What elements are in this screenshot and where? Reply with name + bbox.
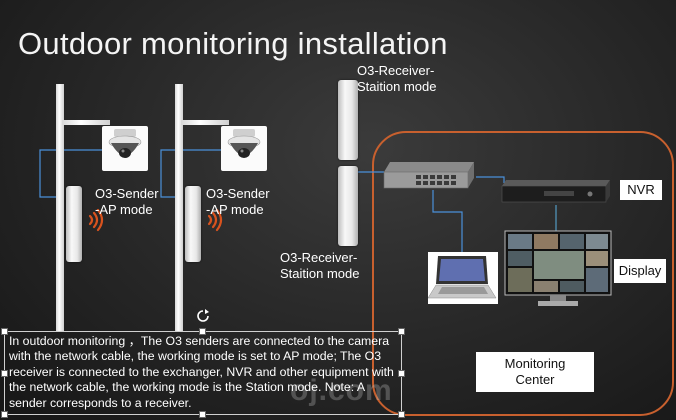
receiver-top-label: O3-Receiver- Staition mode: [357, 63, 437, 94]
cable-switch-nvr: [476, 176, 505, 183]
resize-handle-middle-right[interactable]: [398, 370, 405, 377]
resize-handle-middle-left[interactable]: [1, 370, 8, 377]
wifi-signal-icon: [88, 208, 104, 232]
description-text-box[interactable]: In outdoor monitoring ，The O3 senders ar…: [4, 331, 402, 415]
receiver-bottom-antenna: [338, 166, 358, 246]
laptop-icon: [427, 252, 498, 304]
description-text: In outdoor monitoring ，The O3 senders ar…: [9, 334, 394, 410]
sender-2-label: O3-Sender -AP mode: [206, 186, 270, 217]
pole-1: [56, 84, 64, 332]
receiver-bottom-label: O3-Receiver- Staition mode: [280, 250, 360, 281]
receiver-top-antenna: [338, 80, 358, 160]
cable-sender1: [39, 149, 104, 198]
monitoring-center-region: [372, 131, 674, 416]
page-title: Outdoor monitoring installation: [18, 26, 448, 61]
resize-handle-bottom-right[interactable]: [398, 411, 405, 418]
sender-1-label: O3-Sender -AP mode: [95, 186, 159, 217]
pole-2-arm: [181, 120, 229, 125]
display-monitor-icon: [504, 230, 612, 306]
resize-handle-top-middle[interactable]: [199, 328, 206, 335]
rotate-handle-icon[interactable]: [196, 309, 210, 323]
pole-2: [175, 84, 183, 332]
display-label: Display: [614, 259, 666, 283]
dome-camera-icon: [102, 126, 148, 171]
nvr-label: NVR: [620, 180, 662, 200]
wifi-signal-icon: [207, 208, 223, 232]
cable-sender2: [160, 149, 222, 198]
resize-handle-bottom-left[interactable]: [1, 411, 8, 418]
watermark: oj.com: [290, 374, 393, 407]
sender-1-antenna: [66, 186, 82, 262]
network-switch-icon: [383, 162, 474, 189]
pole-1-arm: [62, 120, 110, 125]
resize-handle-top-left[interactable]: [1, 328, 8, 335]
nvr-recorder-icon: [501, 180, 610, 203]
sender-2-antenna: [185, 186, 201, 262]
resize-handle-top-right[interactable]: [398, 328, 405, 335]
cable-switch-laptop: [432, 190, 463, 258]
resize-handle-bottom-middle[interactable]: [199, 411, 206, 418]
dome-camera-icon: [221, 126, 267, 171]
monitoring-center-label: Monitoring Center: [476, 352, 594, 392]
